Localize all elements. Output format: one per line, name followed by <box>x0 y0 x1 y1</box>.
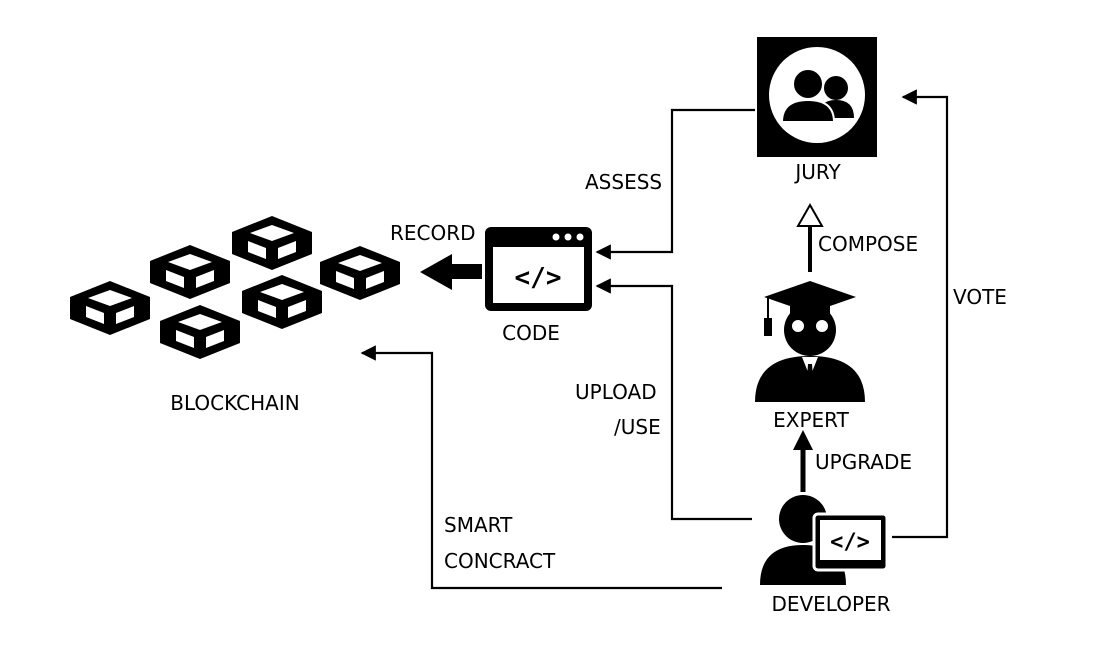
code-label: CODE <box>502 321 560 345</box>
upload-connector <box>595 278 752 521</box>
jury-icon <box>757 37 877 157</box>
upload-label-line1: UPLOAD <box>575 380 657 404</box>
smart-contract-label-line2: CONCRACT <box>444 549 556 573</box>
upload-label-line2: /USE <box>614 415 661 439</box>
developer-label: DEVELOPER <box>771 592 890 616</box>
expert-label: EXPERT <box>773 408 849 432</box>
expert-icon <box>755 281 865 402</box>
smart-contract-connector <box>360 345 722 590</box>
compose-label: COMPOSE <box>818 232 918 256</box>
assess-label: ASSESS <box>585 170 662 194</box>
upgrade-connector <box>793 430 813 492</box>
developer-icon-glyph: </> <box>830 530 870 555</box>
upgrade-label: UPGRADE <box>815 450 912 474</box>
developer-icon: </> <box>760 495 889 585</box>
assess-connector <box>595 108 755 260</box>
vote-label: VOTE <box>953 285 1007 309</box>
blockchain-icon <box>70 216 400 359</box>
record-arrow <box>420 254 482 290</box>
compose-connector <box>796 202 824 272</box>
blockchain-label: BLOCKCHAIN <box>170 391 299 415</box>
vote-connector <box>892 89 949 539</box>
code-window-icon: </> <box>485 227 592 311</box>
jury-label: JURY <box>793 160 841 184</box>
record-label: RECORD <box>390 221 476 245</box>
code-icon-glyph: </> <box>515 263 562 293</box>
smart-contract-label-line1: SMART <box>444 513 513 537</box>
